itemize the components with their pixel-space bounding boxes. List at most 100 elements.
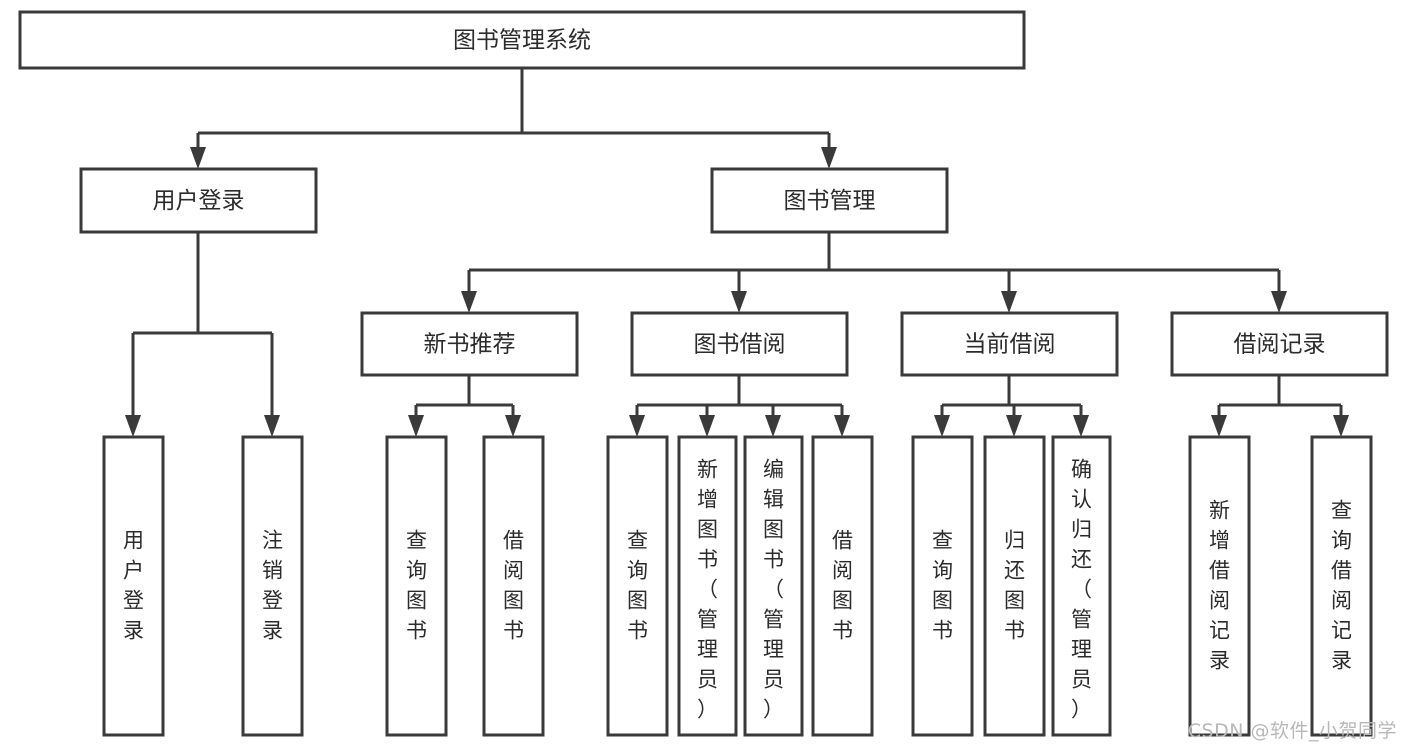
svg-text:借: 借 <box>1209 559 1230 583</box>
node-borrow-record[interactable]: 借阅记录 <box>1170 311 1389 377</box>
node-box[interactable] <box>1188 435 1251 737</box>
node-box[interactable] <box>241 435 304 737</box>
svg-text:注: 注 <box>262 529 283 553</box>
node-box[interactable] <box>677 435 738 737</box>
svg-text:查: 查 <box>932 529 953 553</box>
svg-text:确: 确 <box>1071 458 1092 482</box>
svg-text:员: 员 <box>1071 668 1092 692</box>
svg-text:记: 记 <box>1209 619 1230 643</box>
node-label: 图书借阅 <box>694 332 786 358</box>
svg-text:认: 认 <box>1071 488 1092 512</box>
svg-text:编: 编 <box>763 458 784 482</box>
node-current-borrow[interactable]: 当前借阅 <box>900 311 1119 377</box>
node-box[interactable] <box>1310 435 1373 737</box>
svg-text:理: 理 <box>763 638 784 662</box>
svg-text:管: 管 <box>1071 608 1092 632</box>
svg-text:新: 新 <box>697 458 718 482</box>
svg-text:增: 增 <box>1209 529 1230 553</box>
node-new-book-recommend[interactable]: 新书推荐 <box>360 311 579 377</box>
node-box[interactable] <box>1051 435 1112 737</box>
node-box[interactable] <box>630 311 849 377</box>
arrow-head-icon <box>264 415 280 437</box>
svg-text:阅: 阅 <box>1331 589 1352 613</box>
svg-text:员: 员 <box>763 668 784 692</box>
arrow-head-icon <box>821 147 837 169</box>
svg-text:书: 书 <box>697 548 718 572</box>
arrow-head-icon <box>1006 415 1022 437</box>
node-book-manage[interactable]: 图书管理 <box>710 167 949 234</box>
arrow-head-icon <box>1211 415 1227 437</box>
node-box[interactable] <box>606 435 669 737</box>
node-box[interactable] <box>743 435 804 737</box>
svg-text:查: 查 <box>1331 499 1352 523</box>
node-box[interactable] <box>102 435 165 737</box>
svg-text:书: 书 <box>503 619 524 643</box>
svg-text:录: 录 <box>1331 649 1352 673</box>
svg-text:书: 书 <box>627 619 648 643</box>
node-box[interactable] <box>900 311 1119 377</box>
svg-text:用: 用 <box>123 529 144 553</box>
node-book-borrow[interactable]: 图书借阅 <box>630 311 849 377</box>
svg-text:登: 登 <box>123 589 144 613</box>
svg-text:（: （ <box>697 578 718 602</box>
svg-text:记: 记 <box>1331 619 1352 643</box>
node-box[interactable] <box>710 167 949 234</box>
svg-text:还: 还 <box>1004 559 1025 583</box>
node-user-login[interactable]: 用户登录 <box>79 167 318 234</box>
node-leaf-user-login[interactable]: 用户登录 <box>102 435 165 737</box>
svg-text:图: 图 <box>763 518 784 542</box>
svg-text:录: 录 <box>123 619 144 643</box>
node-box[interactable] <box>360 311 579 377</box>
svg-text:书: 书 <box>763 548 784 572</box>
node-box[interactable] <box>911 435 974 737</box>
svg-text:询: 询 <box>627 559 648 583</box>
node-box[interactable] <box>482 435 545 737</box>
arrow-head-icon <box>408 415 424 437</box>
svg-text:登: 登 <box>262 589 283 613</box>
svg-text:增: 增 <box>697 488 718 512</box>
node-label: 图书管理系统 <box>453 28 591 54</box>
node-label: 用户登录 <box>123 529 144 643</box>
node-box[interactable] <box>79 167 318 234</box>
arrow-head-icon <box>731 291 747 313</box>
arrow-head-icon <box>1271 291 1287 313</box>
node-box[interactable] <box>385 435 448 737</box>
svg-text:）: ） <box>697 698 718 722</box>
svg-text:询: 询 <box>1331 529 1352 553</box>
arrow-head-icon <box>629 415 645 437</box>
svg-text:查: 查 <box>406 529 427 553</box>
node-box[interactable] <box>18 10 1026 70</box>
node-box[interactable] <box>983 435 1046 737</box>
node-box[interactable] <box>1170 311 1389 377</box>
svg-text:询: 询 <box>932 559 953 583</box>
node-root[interactable]: 图书管理系统 <box>18 10 1026 70</box>
node-box[interactable] <box>811 435 874 737</box>
svg-text:图: 图 <box>406 589 427 613</box>
node-label: 图书管理 <box>784 188 876 214</box>
svg-text:销: 销 <box>262 559 283 583</box>
svg-text:（: （ <box>1071 578 1092 602</box>
svg-text:管: 管 <box>763 608 784 632</box>
svg-text:阅: 阅 <box>1209 589 1230 613</box>
svg-text:还: 还 <box>1071 548 1092 572</box>
